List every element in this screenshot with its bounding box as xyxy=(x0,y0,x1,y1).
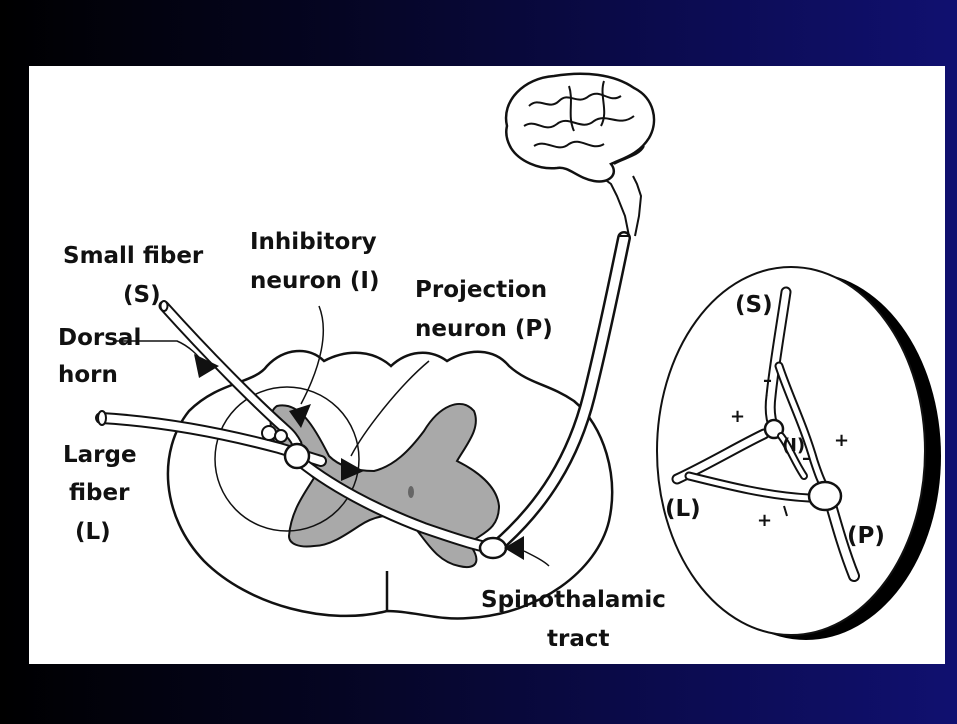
projection-neuron-label-code: neuron (P) xyxy=(415,316,553,342)
inset-label-s: (S) xyxy=(735,292,773,318)
small-fiber-label-code: (S) xyxy=(123,282,161,308)
inset-sign-plus-left: + xyxy=(730,406,745,427)
large-fiber-label-code: (L) xyxy=(75,519,111,545)
large-fiber-label: Large xyxy=(63,442,137,468)
inset-detail: (S) (L) (P) (I) – + + – + xyxy=(657,267,941,640)
inset-sign-minus-mid: – xyxy=(802,448,811,469)
central-canal xyxy=(408,486,414,498)
dorsal-horn-label-2: horn xyxy=(58,362,118,388)
gate-control-diagram: Small fiber (S) Inhibitory neuron (I) Pr… xyxy=(29,66,945,664)
inset-sign-plus-bottom: + xyxy=(757,510,772,531)
diagram-panel: Small fiber (S) Inhibitory neuron (I) Pr… xyxy=(29,66,945,664)
inhibitory-neuron-label-code: neuron (I) xyxy=(250,268,379,294)
large-fiber-label-2: fiber xyxy=(69,480,130,506)
inset-label-p: (P) xyxy=(847,523,885,549)
inset-sign-minus-top: – xyxy=(763,370,772,391)
brain-illustration xyxy=(506,74,654,236)
dorsal-horn-label: Dorsal xyxy=(58,325,141,351)
projection-neuron-cell xyxy=(285,444,309,468)
spinothalamic-tract-label-2: tract xyxy=(547,626,610,652)
brain-outline xyxy=(506,74,654,182)
inset-label-l: (L) xyxy=(665,496,701,522)
spinothalamic-tract-label: Spinothalamic xyxy=(481,587,666,613)
projection-neuron-label: Projection xyxy=(415,277,547,303)
small-fiber-label: Small fiber xyxy=(63,243,204,269)
inset-sign-plus-right: + xyxy=(834,430,849,451)
inhibitory-neuron-label: Inhibitory xyxy=(250,229,377,255)
